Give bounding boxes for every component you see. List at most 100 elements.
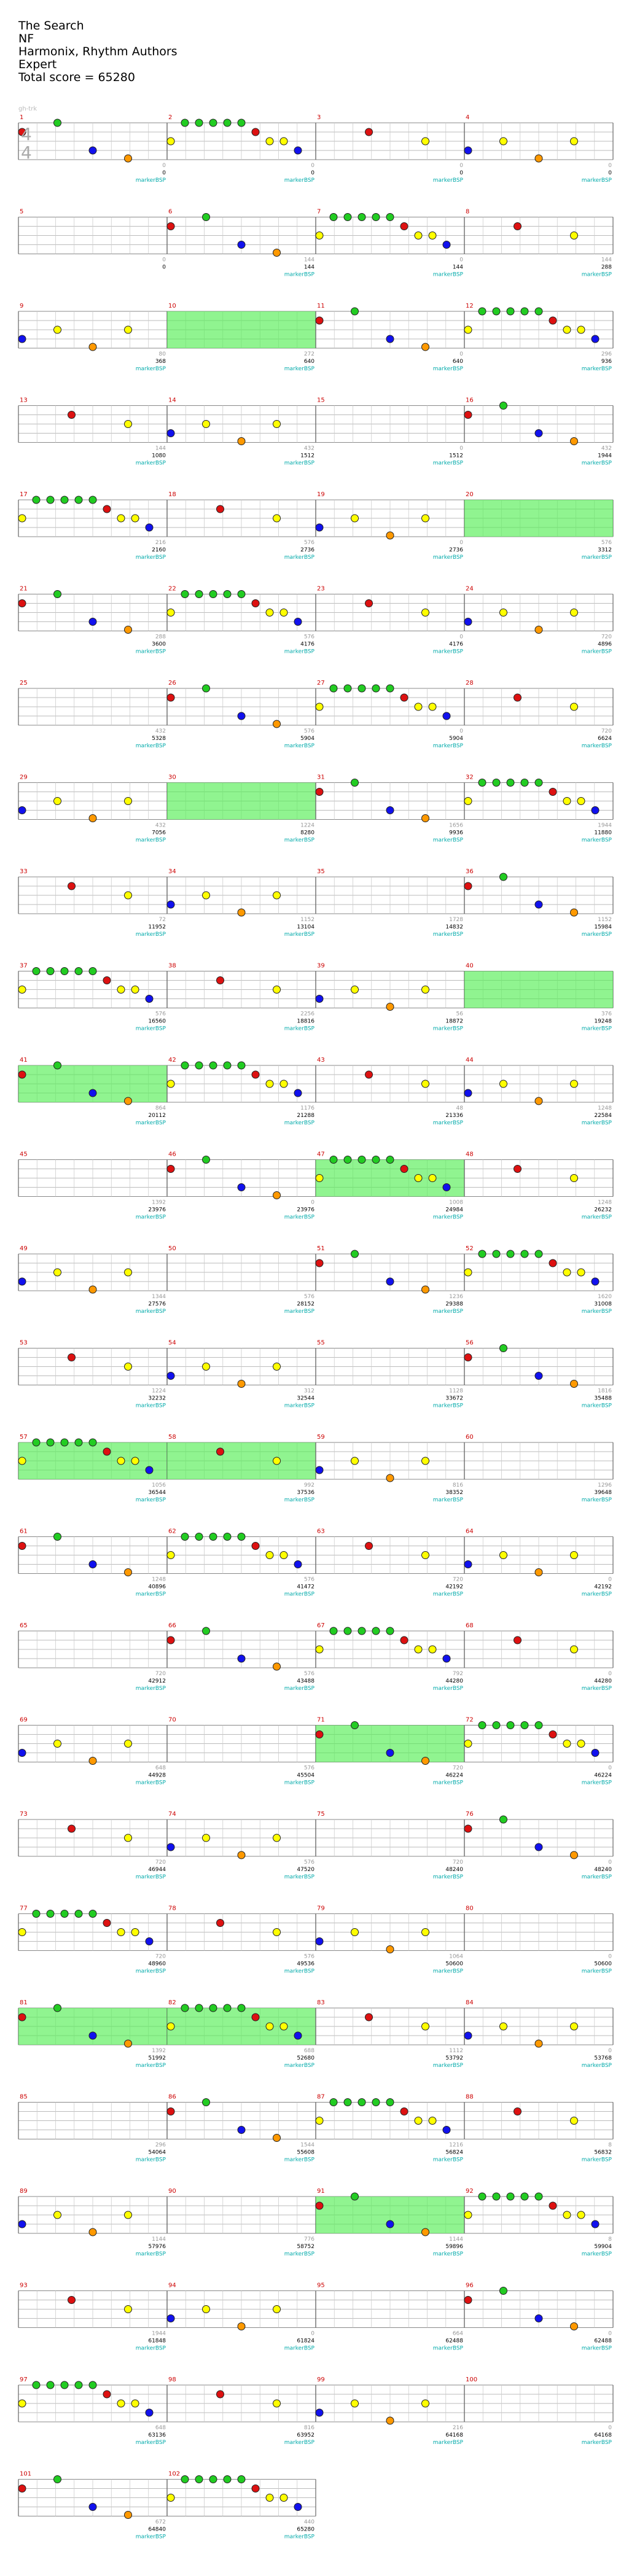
cumulative-score: 144 [453,265,463,271]
marker-label: markerBSP [136,932,166,938]
marker-label: markerBSP [433,1874,464,1880]
measure-score: 0 [459,163,463,169]
measure-number: 85 [20,2094,28,2101]
measure-number: 27 [317,680,325,687]
yellow-note [124,2211,132,2219]
yellow-note [421,986,429,994]
measure-score: 56 [456,1011,464,1018]
cumulative-score: 936 [601,359,612,365]
cumulative-score: 43488 [297,1678,314,1684]
yellow-note [124,1363,132,1371]
red-note [514,1636,522,1644]
green-note [202,1627,210,1635]
measure-number: 55 [317,1340,325,1347]
yellow-note [166,137,175,146]
measure-number: 71 [317,1717,325,1724]
red-note [251,128,260,136]
orange-note [124,1568,132,1576]
blue-note [18,806,26,814]
green-note [32,496,41,504]
measure-score: 1944 [152,2331,166,2337]
cumulative-score: 368 [155,359,166,365]
measure-number: 33 [20,868,28,875]
marker-label: markerBSP [136,1592,166,1598]
cumulative-score: 5904 [449,736,463,742]
yellow-note [18,1457,26,1465]
marker-label: markerBSP [433,366,464,372]
green-note [202,1156,210,1164]
marker-label: markerBSP [433,2440,464,2446]
orange-note [237,437,246,445]
yellow-note [124,1268,132,1277]
green-note [357,684,366,693]
marker-label: markerBSP [284,1026,315,1032]
marker-label: markerBSP [136,2534,166,2540]
green-note [53,1061,61,1070]
green-note [357,1627,366,1635]
measure-score: 688 [304,2048,314,2054]
green-note [74,967,83,975]
orange-note [534,1097,543,1105]
yellow-note [570,1080,578,1088]
measure-number: 64 [466,1528,474,1535]
yellow-note [563,1740,571,1748]
green-note [74,2381,83,2389]
measure-score: 1144 [152,2236,166,2243]
marker-label: markerBSP [284,2063,315,2069]
green-note [534,1721,543,1729]
green-note [53,590,61,598]
yellow-note [421,514,429,523]
yellow-note [421,1080,429,1088]
marker-label: markerBSP [284,177,315,184]
yellow-note [279,2022,288,2031]
marker-label: markerBSP [136,2063,166,2069]
measure-number: 16 [466,397,474,404]
orange-note [237,1380,246,1388]
yellow-note [279,1080,288,1088]
marker-label: markerBSP [136,1120,166,1126]
yellow-note [131,2399,139,2408]
blue-note [237,1183,246,1191]
measure-number: 42 [168,1057,176,1064]
measure-number: 95 [317,2282,325,2289]
marker-label: markerBSP [433,555,464,561]
yellow-note [414,2117,423,2125]
cumulative-score: 1512 [300,453,314,459]
green-note [372,2098,380,2106]
red-note [166,222,175,230]
measure-number: 75 [317,1811,325,1818]
blue-note [294,146,302,155]
marker-label: markerBSP [136,2157,166,2163]
green-note [329,2098,338,2106]
green-note [53,119,61,127]
measure-number: 5 [20,209,23,216]
green-note [499,1344,507,1352]
blue-note [18,2220,26,2228]
red-note [315,316,324,325]
orange-note [386,1945,394,1953]
green-note [88,2381,97,2389]
marker-label: markerBSP [582,1497,612,1503]
cumulative-score: 5904 [300,736,314,742]
green-note [357,213,366,221]
measure-number: 72 [466,1717,474,1724]
blue-note [88,618,97,626]
measure-number: 20 [466,491,474,498]
yellow-note [202,1834,210,1842]
blue-note [18,1277,26,1286]
marker-label: markerBSP [582,366,612,372]
generator-note: gh-trk [18,106,37,112]
cumulative-score: 19248 [594,1019,612,1025]
yellow-note [570,609,578,617]
measure-score: 576 [304,1859,314,1866]
measure-score: 216 [155,540,166,546]
red-note [514,693,522,702]
green-note [53,2004,61,2012]
blue-note [88,1560,97,1568]
marker-label: markerBSP [284,743,315,749]
measure-score: 0 [459,728,463,734]
cumulative-score: 22584 [594,1113,612,1119]
song-charter: Harmonix, Rhythm Authors [18,45,178,58]
measure-number: 12 [466,303,474,309]
red-note [549,788,557,796]
